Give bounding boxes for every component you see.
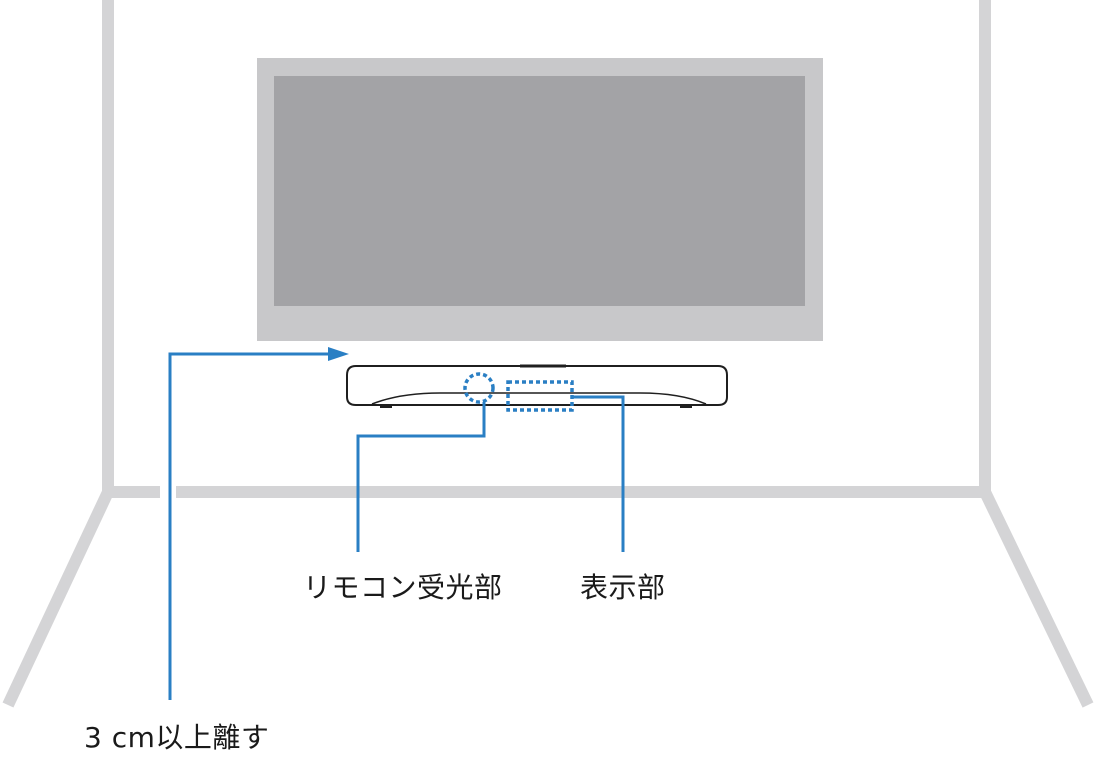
callouts — [168, 352, 625, 700]
clearance-label: 3 cm以上離す — [84, 721, 270, 754]
soundbar-foot-left — [380, 404, 392, 408]
soundbar-foot-right — [680, 404, 692, 408]
clearance-arrowhead — [328, 347, 349, 361]
left-floor-diagonal — [2, 489, 114, 708]
display-leader — [572, 395, 625, 552]
remote-sensor-leader — [356, 402, 486, 552]
clearance-leader — [168, 352, 328, 700]
soundbar-bottom-curve — [371, 392, 707, 405]
right-floor-diagonal — [979, 489, 1094, 708]
soundbar-body — [346, 365, 728, 406]
display-label: 表示部 — [580, 571, 666, 604]
remote-sensor-label: リモコン受光部 — [303, 571, 503, 604]
television — [257, 58, 823, 341]
room-outline — [2, 0, 1094, 708]
tv-screen — [274, 76, 805, 306]
remote-sensor-highlight — [463, 372, 495, 404]
soundbar — [346, 364, 728, 408]
